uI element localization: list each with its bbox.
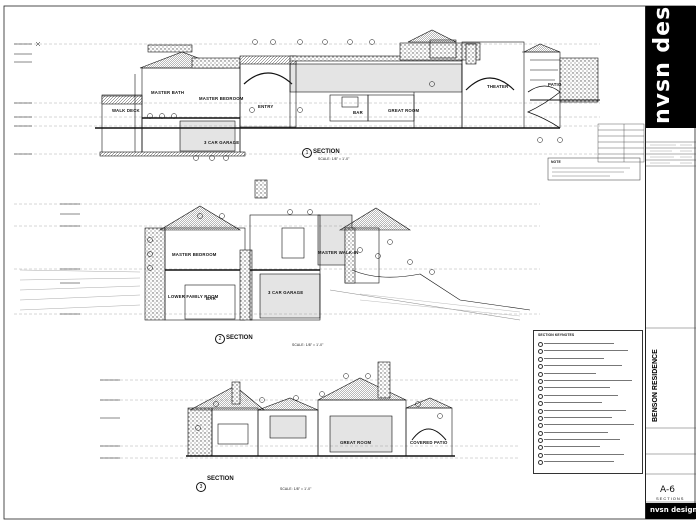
title-block: nvsn design BENSON RESIDENCE A-6 SECTION… [645, 0, 698, 519]
room-bar: BAR [353, 110, 363, 115]
room-master-walk-in: MASTER WALK-IN [318, 250, 359, 255]
section-3-title: SECTION [207, 476, 234, 482]
sheet-border [3, 5, 696, 520]
room-lower-family-room: LOWER FAMILY ROOM [168, 294, 219, 299]
room-great-room-3: GREAT ROOM [340, 440, 372, 445]
section-1-drawing [14, 29, 600, 161]
firm-logo: nvsn design [646, 0, 696, 128]
room-three-car-garage-2: 3 CAR GARAGE [268, 290, 304, 295]
room-master-bedroom: MASTER BEDROOM [199, 96, 244, 101]
firm-logo-text: nvsn design [650, 0, 675, 124]
room-three-car-garage: 3 CAR GARAGE [204, 140, 240, 145]
note-box [547, 157, 641, 181]
section-3-drawing [100, 361, 520, 459]
note-label: NOTE [551, 160, 561, 164]
section-2-title: SECTION [226, 335, 253, 341]
room-master-bath: MASTER BATH [151, 90, 185, 95]
room-master-bedroom-2: MASTER BEDROOM [172, 252, 217, 257]
section-keynotes-panel: SECTION KEYNOTES [533, 330, 643, 474]
project-name: BENSON RESIDENCE [652, 349, 659, 422]
sheet-name: SECTIONS [656, 496, 685, 501]
room-entry: ENTRY [258, 104, 274, 109]
keynotes-header: SECTION KEYNOTES [538, 333, 575, 337]
title-block-grid [646, 141, 696, 503]
footer-logo: nvsn design [650, 506, 698, 514]
section-1-scale: SCALE: 1/8" = 1'-0" [318, 157, 350, 161]
section-3-number: 3 [196, 482, 206, 492]
room-walk-deck: WALK DECK [112, 108, 140, 113]
revision-grid [597, 123, 645, 163]
section-2-scale: SCALE: 1/8" = 1'-0" [292, 343, 324, 347]
room-patio: PATIO [548, 82, 562, 87]
room-theater: THEATER [487, 84, 509, 89]
room-covered-patio: COVERED PATIO [410, 440, 448, 445]
room-bar-2: BAR [206, 296, 216, 301]
section-1-title: SECTION [313, 149, 340, 155]
section-2-number: 2 [215, 334, 225, 344]
sheet-number: A-6 [660, 485, 675, 495]
note-box-lines [552, 167, 630, 177]
section-3-scale: SCALE: 1/8" = 1'-0" [280, 487, 312, 491]
section-2-drawing [14, 179, 540, 321]
section-1-number: 1 [302, 148, 312, 158]
room-great-room: GREAT ROOM [388, 108, 420, 113]
footer-logo-box: nvsn design [646, 503, 698, 519]
